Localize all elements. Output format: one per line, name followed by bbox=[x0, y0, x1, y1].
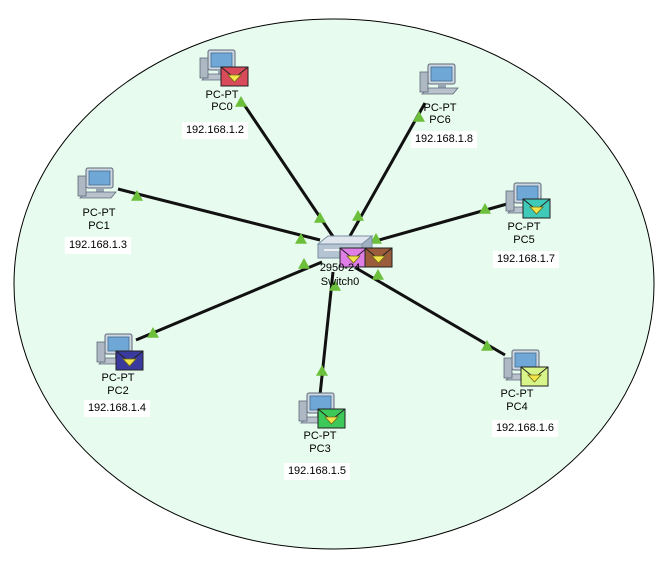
pc3-ip-label: 192.168.1.5 bbox=[283, 463, 351, 480]
link-light-switch-side-pc1 bbox=[295, 233, 307, 244]
link-light-pc4-side bbox=[481, 340, 493, 351]
link-light-switch-side-pc2 bbox=[298, 258, 310, 269]
link-light-switch-side-pc4 bbox=[372, 269, 384, 280]
pc4-name-label: PC4 bbox=[506, 401, 528, 413]
pc6-type-label: PC-PT bbox=[423, 102, 457, 114]
link-pc6-switch0[interactable] bbox=[348, 102, 427, 237]
switch-name-label: Switch0 bbox=[320, 276, 360, 288]
pc0-name-label: PC0 bbox=[211, 101, 233, 113]
link-light-pc5-side bbox=[479, 203, 491, 214]
link-light-pc0-side bbox=[235, 96, 247, 107]
link-light-switch-side-pc0 bbox=[314, 212, 326, 223]
link-light-switch-side-pc3 bbox=[329, 280, 341, 291]
pc0-ip-label: 192.168.1.2 bbox=[181, 122, 249, 139]
link-light-pc6-side bbox=[413, 111, 425, 122]
link-pc4-switch0[interactable] bbox=[355, 266, 506, 357]
pc6-name-label: PC6 bbox=[429, 114, 451, 126]
pc5-ip-label: 192.168.1.7 bbox=[492, 251, 560, 268]
pc2-type-label: PC-PT bbox=[101, 372, 135, 384]
pc1-icon[interactable] bbox=[77, 167, 117, 199]
devices-layer bbox=[77, 49, 551, 429]
pc4-type-label: PC-PT bbox=[500, 388, 534, 400]
pc2-pdu-envelope[interactable] bbox=[115, 350, 144, 371]
link-light-pc2-side bbox=[147, 327, 159, 338]
pc6-ip-label: 192.168.1.8 bbox=[410, 131, 478, 148]
pc2-name-label: PC2 bbox=[107, 385, 129, 397]
pc0-pdu-envelope[interactable] bbox=[220, 66, 249, 87]
link-pc2-switch0[interactable] bbox=[135, 260, 323, 342]
link-light-switch-side-pc5 bbox=[370, 233, 382, 244]
pc1-ip-label: 192.168.1.3 bbox=[64, 237, 132, 254]
link-light-pc3-side bbox=[316, 365, 328, 376]
link-pc1-switch0[interactable] bbox=[117, 187, 321, 242]
pc5-pdu-envelope[interactable] bbox=[522, 198, 551, 219]
link-light-switch-side-pc6 bbox=[352, 210, 364, 221]
pc5-type-label: PC-PT bbox=[507, 221, 541, 233]
links-layer bbox=[117, 96, 508, 396]
pc4-pdu-envelope[interactable] bbox=[520, 366, 549, 387]
link-light-pc1-side bbox=[131, 190, 143, 201]
switch0-pdu-envelope-2[interactable] bbox=[364, 247, 393, 268]
pc0-type-label: PC-PT bbox=[205, 89, 239, 101]
pc3-type-label: PC-PT bbox=[303, 430, 337, 442]
pc1-name-label: PC1 bbox=[88, 220, 110, 232]
pc3-pdu-envelope[interactable] bbox=[317, 408, 346, 429]
pc5-name-label: PC5 bbox=[513, 234, 535, 246]
pc6-icon[interactable] bbox=[419, 63, 459, 95]
pc4-ip-label: 192.168.1.6 bbox=[491, 420, 559, 437]
pc1-type-label: PC-PT bbox=[82, 207, 116, 219]
pc2-ip-label: 192.168.1.4 bbox=[83, 400, 151, 417]
switch-model-label: 2950-24 bbox=[319, 262, 361, 274]
pc3-name-label: PC3 bbox=[309, 443, 331, 455]
